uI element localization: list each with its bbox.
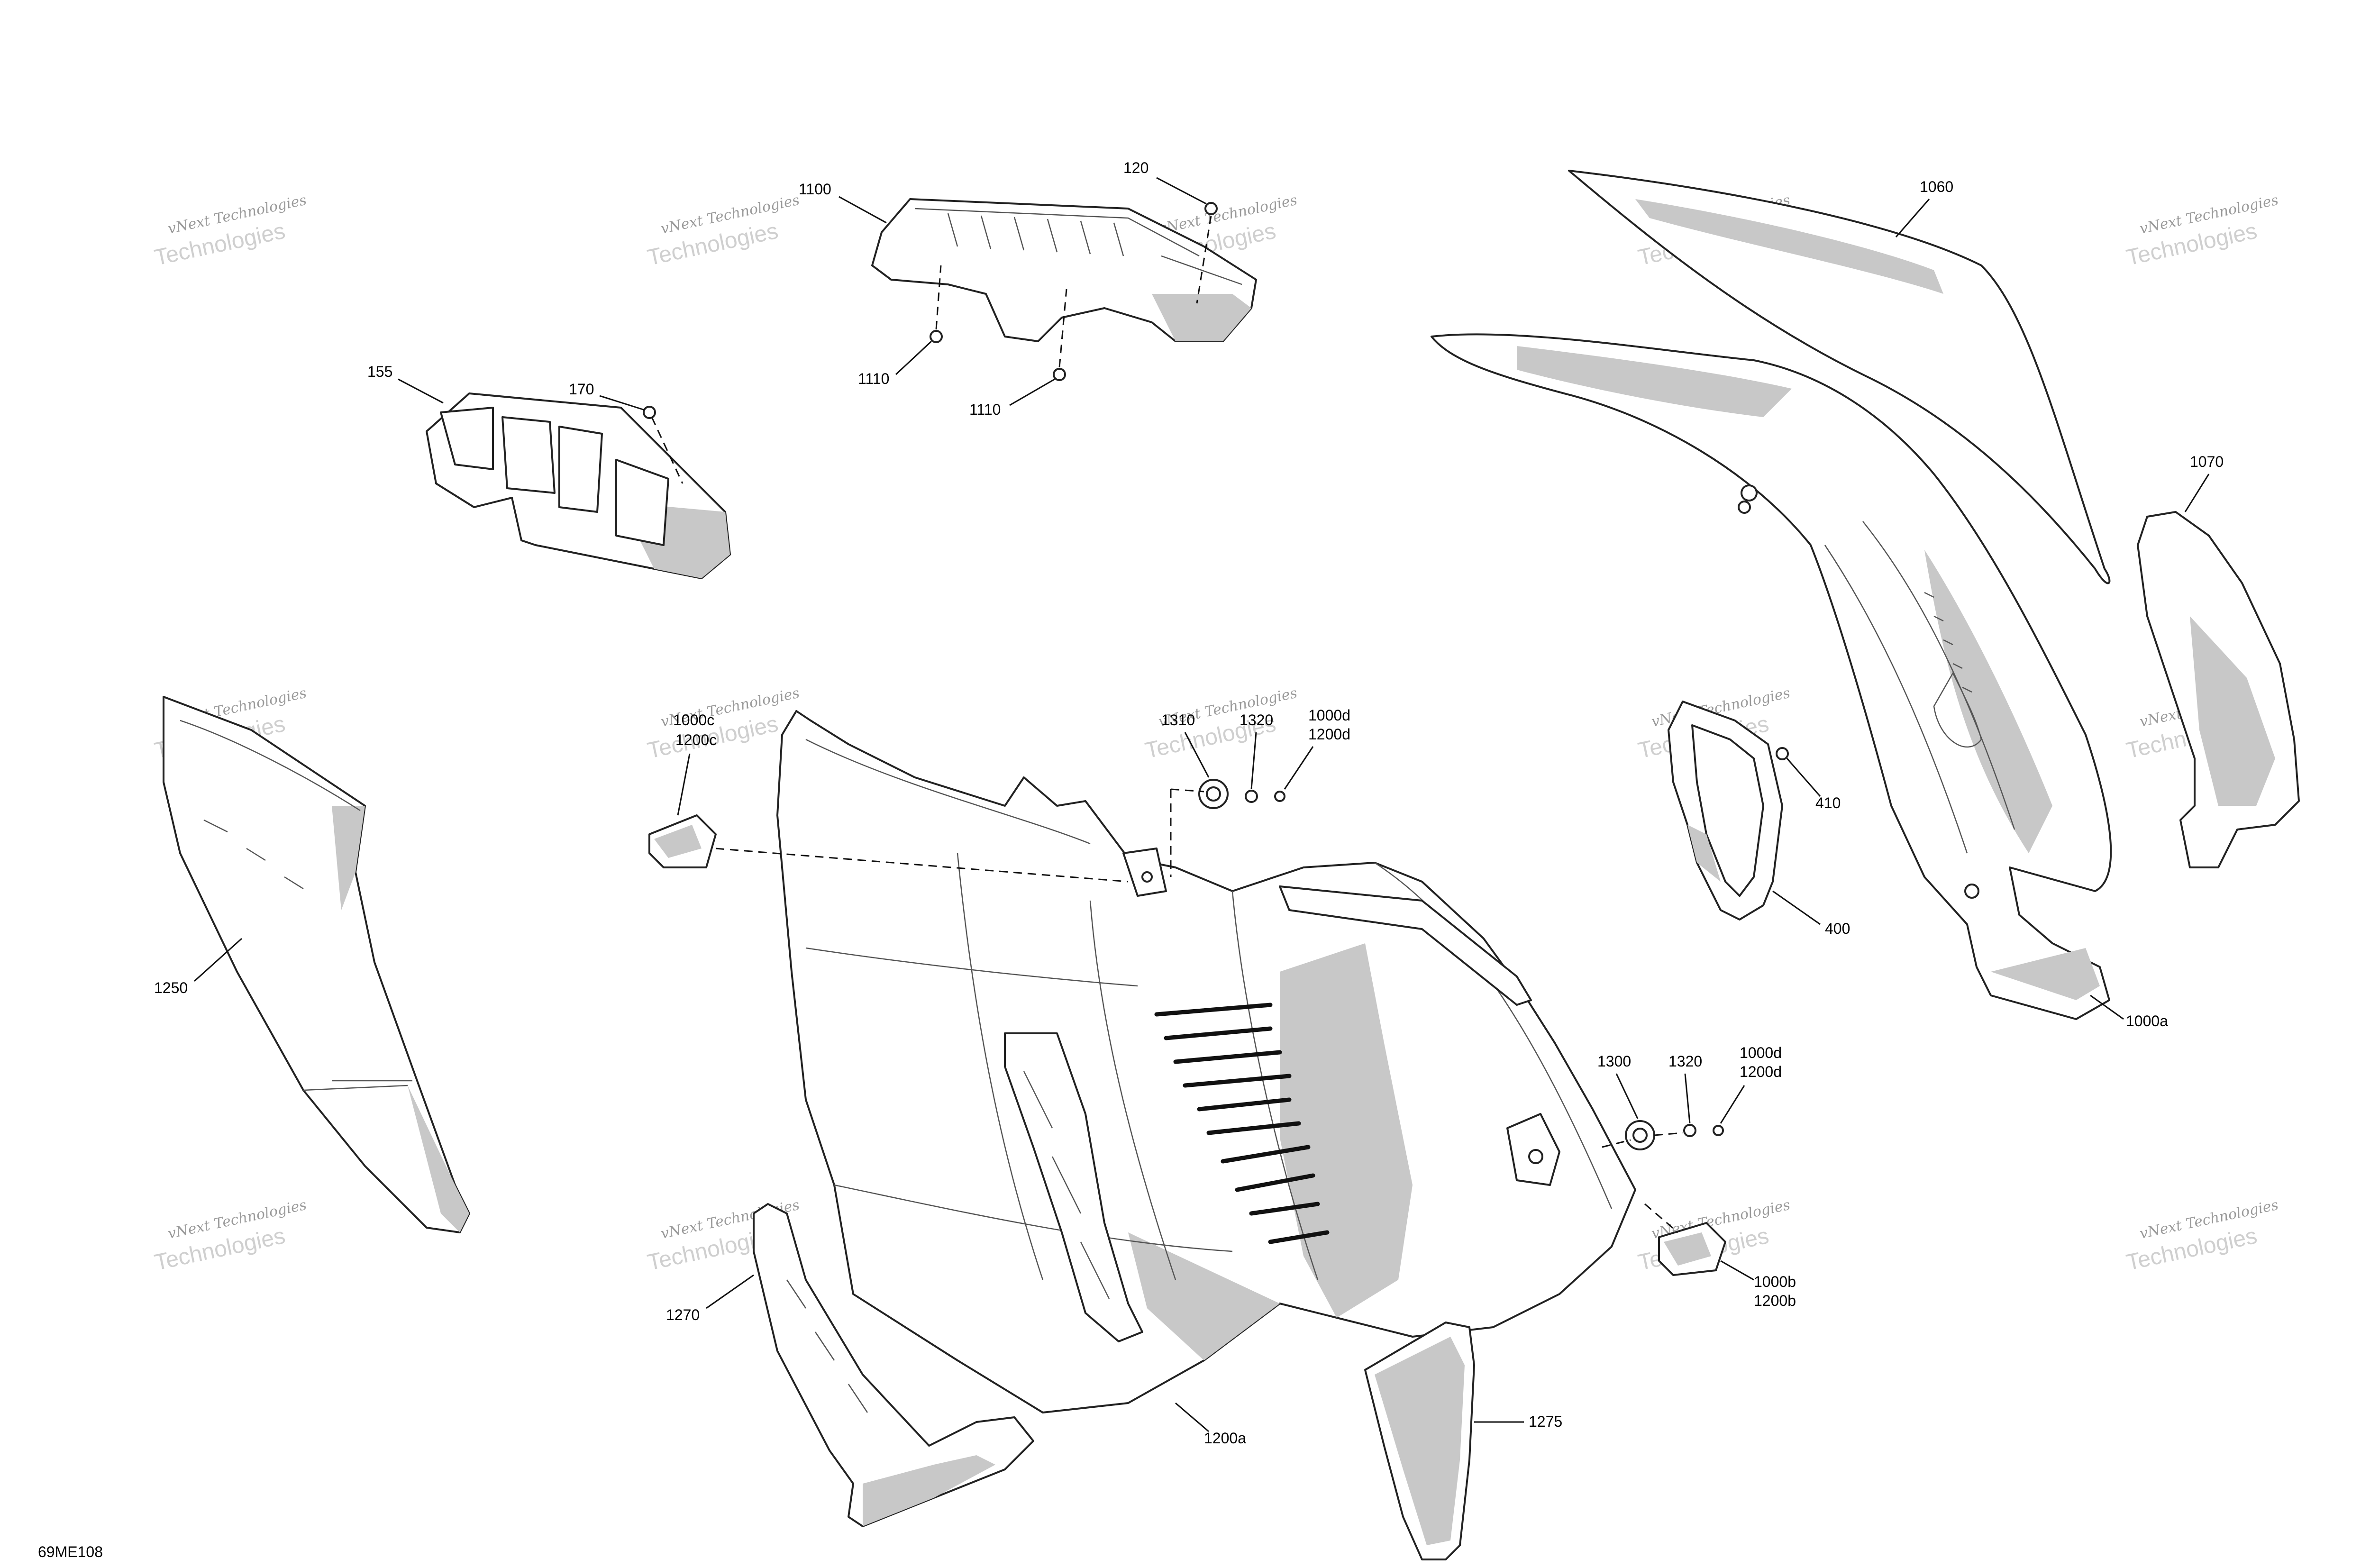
watermark: vNext Technologies Technologies	[2124, 192, 2280, 271]
callout-label-1060: 1060	[1920, 178, 1953, 195]
callout-label-1320a: 1320	[1240, 711, 1273, 729]
callout-1000c-1200c: 1000c 1200c	[673, 711, 717, 816]
callout-410: 410	[1786, 758, 1841, 811]
callout-155: 155	[367, 363, 444, 404]
watermark: vNext Technologies Technologies	[2124, 1197, 2280, 1276]
callout-label-1250: 1250	[154, 979, 188, 996]
callout-label-1310: 1310	[1161, 711, 1195, 729]
callout-1270: 1270	[666, 1274, 754, 1323]
part-155-gauge-housing	[426, 392, 731, 579]
part-400-headlight-bracket	[1668, 701, 1789, 921]
callout-1310: 1310	[1161, 711, 1210, 778]
callout-label-1000d-b: 1000d	[1740, 1044, 1782, 1061]
callout-label-170: 170	[569, 381, 594, 398]
watermark: vNext Technologies Technologies	[152, 1197, 308, 1276]
callout-1110b: 1110	[969, 289, 1067, 418]
callout-label-1070: 1070	[2190, 453, 2224, 470]
part-1000c-side-lamp	[648, 814, 1129, 883]
watermark: vNext Technologies Technologies	[645, 192, 801, 271]
vent-slats	[1154, 1003, 1330, 1244]
callout-label-410: 410	[1815, 794, 1841, 811]
part-1275-lower-center-trim	[1364, 1322, 1475, 1560]
part-1070-side-trim	[2137, 511, 2300, 868]
watermark: vNext Technologies Technologies	[152, 192, 308, 271]
callout-label-1110a: 1110	[858, 370, 889, 387]
callout-label-1200d-a: 1200d	[1308, 726, 1350, 743]
callout-1000a: 1000a	[2090, 994, 2168, 1030]
callout-label-1200b: 1200b	[1754, 1292, 1796, 1309]
part-1200a-main-side-panel	[776, 710, 1636, 1413]
callout-label-1300: 1300	[1597, 1053, 1631, 1070]
callout-label-1200d-b: 1200d	[1740, 1063, 1782, 1080]
part-1250-side-panel	[163, 696, 470, 1233]
callout-label-1000b: 1000b	[1754, 1273, 1796, 1290]
callout-label-1000a: 1000a	[2126, 1012, 2168, 1030]
callout-120: 120	[1123, 159, 1212, 304]
callout-1100: 1100	[799, 181, 887, 224]
callout-label-120: 120	[1123, 159, 1149, 176]
part-1000b-side-lamp	[1644, 1203, 1726, 1276]
part-1060-windshield	[1568, 170, 2111, 584]
callout-1070: 1070	[2184, 453, 2224, 512]
callout-1000b-1200b: 1000b 1200b	[1720, 1260, 1796, 1309]
figure-code: 69ME108	[38, 1543, 103, 1560]
callout-label-1200a: 1200a	[1204, 1430, 1246, 1447]
callout-1000d-1200d-a: 1000d 1200d	[1284, 707, 1350, 790]
callout-label-1270: 1270	[666, 1306, 700, 1323]
callout-label-155: 155	[367, 363, 392, 380]
callout-170: 170	[569, 381, 684, 484]
callout-1275: 1275	[1474, 1413, 1562, 1430]
callout-label-400: 400	[1825, 920, 1850, 937]
callout-label-1000d-a: 1000d	[1308, 707, 1350, 724]
callout-1060: 1060	[1895, 178, 1953, 237]
part-1300-grommet	[1602, 1120, 1724, 1150]
callout-1200a: 1200a	[1175, 1402, 1246, 1447]
callout-1320b: 1320	[1668, 1053, 1702, 1124]
callout-1250: 1250	[154, 938, 243, 996]
callout-1320a: 1320	[1240, 711, 1273, 790]
callout-1000d-1200d-b: 1000d 1200d	[1720, 1044, 1782, 1124]
callout-label-1320b: 1320	[1668, 1053, 1702, 1070]
callout-1300: 1300	[1597, 1053, 1639, 1119]
callout-label-1200c: 1200c	[675, 731, 717, 748]
callout-label-1110b: 1110	[969, 401, 1001, 418]
part-1310-grommet	[1170, 779, 1285, 877]
callout-1110a: 1110	[858, 265, 942, 387]
callout-400: 400	[1772, 890, 1850, 937]
part-1270-lower-trim	[753, 1203, 1034, 1527]
part-1000a-front-hood	[1431, 333, 2112, 1020]
part-1100-upper-trim	[871, 198, 1257, 381]
callout-label-1000c: 1000c	[673, 711, 714, 729]
callout-label-1100: 1100	[799, 181, 831, 198]
callout-label-1275: 1275	[1529, 1413, 1562, 1430]
